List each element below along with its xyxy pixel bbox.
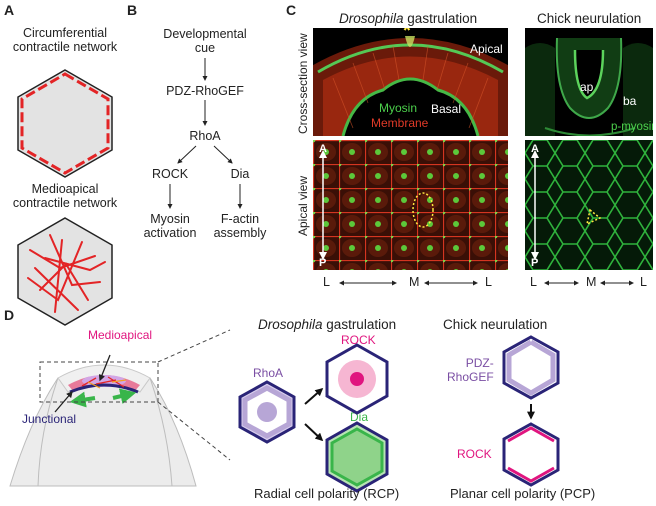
d-drosophila-title: Drosophila gastrulation bbox=[258, 317, 397, 332]
pdz-rhogef-label-d: PDZ- RhoGEF bbox=[447, 356, 494, 384]
node-factin-assembly: F-actin assembly bbox=[213, 212, 267, 240]
chick-title: Chick neurulation bbox=[537, 11, 642, 26]
p-myosin-label: p-myosin bbox=[611, 121, 653, 133]
node-rock: ROCK bbox=[151, 167, 189, 181]
anterior-label-chick: A bbox=[531, 143, 539, 155]
drosophila-cross-section-image: * Apical Basal Myosin Membrane bbox=[313, 28, 508, 136]
apical-label: Apical bbox=[470, 42, 503, 56]
chick-cross-section-image: ap ba p-myosin bbox=[525, 28, 653, 136]
junctional-callout: Junctional bbox=[22, 412, 77, 426]
node-pdz-rhogef: PDZ-RhoGEF bbox=[166, 84, 244, 98]
myosin-label: Myosin bbox=[379, 101, 418, 115]
node-myosin-activation: Myosin activation bbox=[143, 212, 197, 240]
panel-label-b: B bbox=[127, 2, 138, 18]
pathway-arrows bbox=[167, 58, 243, 209]
basal-label: Basal bbox=[431, 102, 462, 116]
rock-label-d: ROCK bbox=[341, 333, 376, 347]
axis-l-right: L bbox=[485, 275, 492, 289]
axis-m: M bbox=[409, 275, 420, 289]
dia-label-d: Dia bbox=[350, 410, 369, 424]
apical-ap-label: ap bbox=[580, 80, 594, 94]
chick-apical-image: A P bbox=[525, 140, 653, 270]
drosophila-apical-image: A P bbox=[313, 140, 508, 270]
anterior-label: A bbox=[319, 143, 327, 155]
rcp-caption: Radial cell polarity (RCP) bbox=[254, 486, 400, 501]
panel-label-c: C bbox=[286, 2, 297, 18]
lml-axis-arrows bbox=[339, 280, 634, 286]
rhoa-label-d: RhoA bbox=[253, 366, 284, 380]
posterior-label: P bbox=[319, 257, 327, 269]
drosophila-title: Drosophila gastrulation bbox=[339, 11, 478, 26]
axis-l-right-chick: L bbox=[640, 275, 647, 289]
node-rhoa: RhoA bbox=[189, 129, 221, 143]
posterior-label-chick: P bbox=[531, 257, 539, 269]
axis-l-left: L bbox=[323, 275, 330, 289]
medioapical-callout: Medioapical bbox=[88, 328, 153, 342]
node-developmental-cue: Developmental cue bbox=[163, 27, 247, 55]
panel-label-d: D bbox=[4, 307, 15, 323]
pcp-caption: Planar cell polarity (PCP) bbox=[450, 486, 596, 501]
rock-label-chick-d: ROCK bbox=[457, 447, 492, 461]
d-chick-title: Chick neurulation bbox=[443, 317, 548, 332]
axis-m-chick: M bbox=[586, 275, 597, 289]
membrane-label: Membrane bbox=[371, 116, 429, 130]
basal-ba-label: ba bbox=[623, 94, 637, 108]
node-dia: Dia bbox=[230, 167, 250, 181]
axis-l-left-chick: L bbox=[530, 275, 537, 289]
medioapical-cell-diagram bbox=[17, 217, 113, 326]
invagination-star: * bbox=[403, 28, 411, 42]
circumferential-cell-diagram bbox=[17, 69, 113, 178]
panel-label-a: A bbox=[4, 2, 15, 18]
circumferential-label: Circumferential contractile network bbox=[12, 26, 118, 54]
medioapical-label-a: Medioapical contractile network bbox=[12, 182, 118, 210]
